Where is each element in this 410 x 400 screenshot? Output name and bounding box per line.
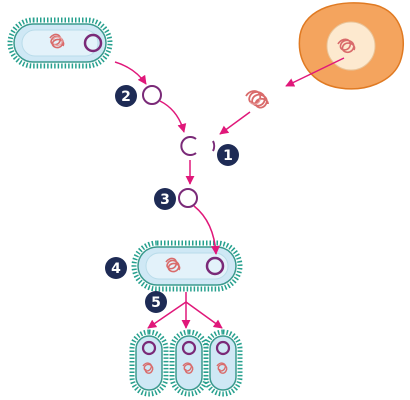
step-badge-2: 2 [115,85,137,107]
inserted-plasmid [205,256,225,276]
arrow-cut-plasmid [159,100,187,133]
plasmid [83,33,103,53]
arrow-division-right [185,301,223,329]
daughter-bacterium-2 [169,329,209,397]
svg-text:4: 4 [111,261,121,277]
extracted-dna-fragment [245,90,269,109]
arrow-transformation [193,205,220,255]
svg-text:5: 5 [151,295,161,311]
arrow-insert-gene [219,111,251,135]
step-badge-5: 5 [145,291,167,313]
arrow-division-left [147,301,187,329]
svg-text:3: 3 [160,192,170,208]
chromosomal-dna [49,33,65,49]
host-bacterium [131,240,243,292]
eukaryotic-dna [337,38,356,54]
step-badge-1: 1 [217,144,239,166]
step-badge-3: 3 [154,188,176,210]
svg-text:2: 2 [121,89,131,105]
daughter-bacterium-3 [203,329,243,397]
daughter-bacterium-1 [129,329,169,397]
cut-plasmid [180,136,216,156]
arrow-extract-plasmid [114,61,147,85]
host-chromosomal-dna [165,257,181,273]
step-badge-4: 4 [105,257,127,279]
eukaryotic-cell [298,2,404,90]
recombinant-plasmid [178,188,198,208]
svg-text:1: 1 [223,148,233,164]
process-arrows [114,57,345,329]
isolated-plasmid [142,85,162,105]
arrow-extract-gene [285,57,345,87]
donor-bacterium [7,17,113,69]
